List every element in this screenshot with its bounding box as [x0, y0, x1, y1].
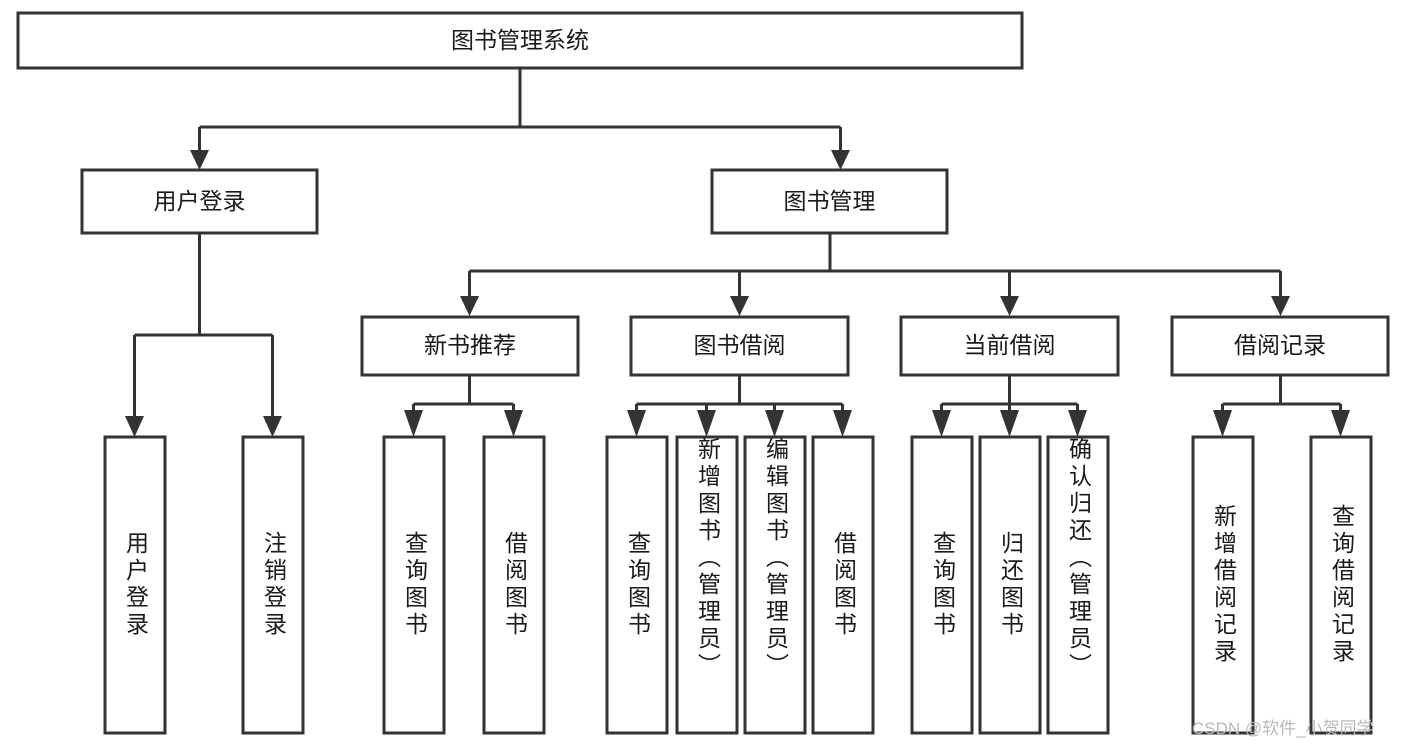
- node-book-manage-label: 图书管理: [784, 188, 876, 214]
- node-leaf-return-book[interactable]: [978, 435, 1042, 735]
- node-book-borrow[interactable]: 图书借阅: [629, 315, 850, 377]
- connector-book-borrow-to-leaves: [627, 375, 852, 437]
- node-leaf-query-book-1[interactable]: [382, 435, 446, 735]
- node-borrow-record-label: 借阅记录: [1234, 332, 1326, 358]
- connector-borrow-record-to-leaves: [1213, 375, 1350, 437]
- node-leaf-add-book[interactable]: [675, 435, 739, 735]
- connector-root-to-level2: [190, 68, 850, 170]
- node-leaf-confirm-return[interactable]: [1046, 435, 1110, 735]
- csdn-watermark: CSDN @软件_小贺同学: [1192, 719, 1374, 738]
- node-current-borrow[interactable]: 当前借阅: [899, 315, 1120, 377]
- node-leaf-edit-book[interactable]: [743, 435, 807, 735]
- node-new-book-recommend-label: 新书推荐: [424, 332, 516, 358]
- node-leaf-user-logout[interactable]: [241, 435, 305, 735]
- node-leaf-query-book-3[interactable]: [910, 435, 974, 735]
- node-new-book-recommend[interactable]: 新书推荐: [360, 315, 580, 377]
- node-root-label: 图书管理系统: [451, 27, 589, 53]
- node-root[interactable]: 图书管理系统: [16, 11, 1024, 70]
- node-leaf-borrow-book-1[interactable]: [482, 435, 546, 735]
- connector-current-borrow-to-leaves: [932, 375, 1087, 437]
- connector-new-book-recommend-to-leaves: [404, 375, 523, 437]
- node-leaf-add-record[interactable]: [1191, 435, 1255, 735]
- node-borrow-record[interactable]: 借阅记录: [1170, 315, 1390, 377]
- node-current-borrow-label: 当前借阅: [964, 332, 1056, 358]
- node-book-manage[interactable]: 图书管理: [710, 168, 949, 235]
- node-user-login-label: 用户登录: [154, 188, 246, 214]
- node-leaf-query-book-2[interactable]: [605, 435, 669, 735]
- node-leaf-query-record[interactable]: [1309, 435, 1373, 735]
- node-book-borrow-label: 图书借阅: [694, 332, 786, 358]
- node-leaf-borrow-book-2[interactable]: [811, 435, 875, 735]
- connector-book-manage-to-level3: [460, 233, 1290, 316]
- node-leaf-user-login[interactable]: [103, 435, 167, 735]
- node-user-login[interactable]: 用户登录: [80, 168, 319, 235]
- connector-user-login-to-leaves: [125, 233, 282, 437]
